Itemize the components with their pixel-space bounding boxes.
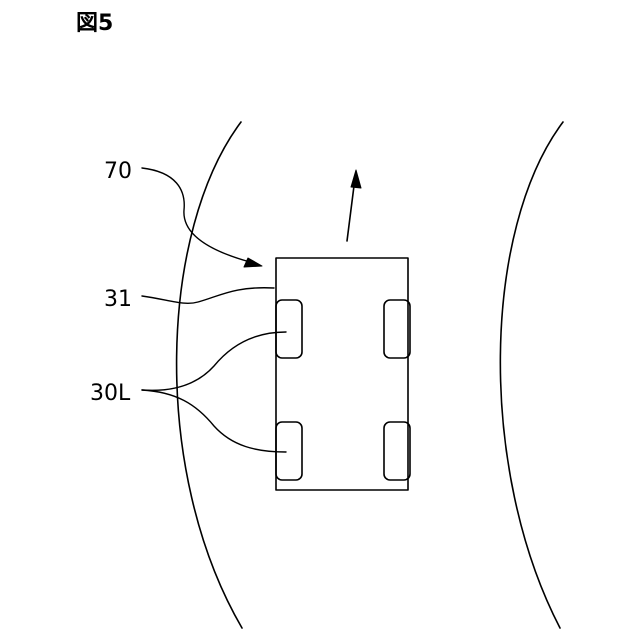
leader-body <box>142 288 274 304</box>
wheel-front-right <box>384 300 410 358</box>
label-vehicle: 70 <box>104 159 132 184</box>
leader-wheel-rear-left <box>142 390 286 452</box>
vehicle-body <box>276 258 408 490</box>
label-body: 31 <box>104 287 132 312</box>
leader-wheel-front-left <box>142 332 286 390</box>
road-edge-right <box>500 122 563 628</box>
wheel-front-left <box>276 300 302 358</box>
label-wheels-left: 30L <box>90 381 131 406</box>
wheel-rear-right <box>384 422 410 480</box>
direction-arrow-icon <box>347 170 361 241</box>
wheel-rear-left <box>276 422 302 480</box>
figure-title: 図5 <box>76 11 113 36</box>
road-edge-left <box>177 122 242 628</box>
leader-vehicle <box>142 168 262 267</box>
